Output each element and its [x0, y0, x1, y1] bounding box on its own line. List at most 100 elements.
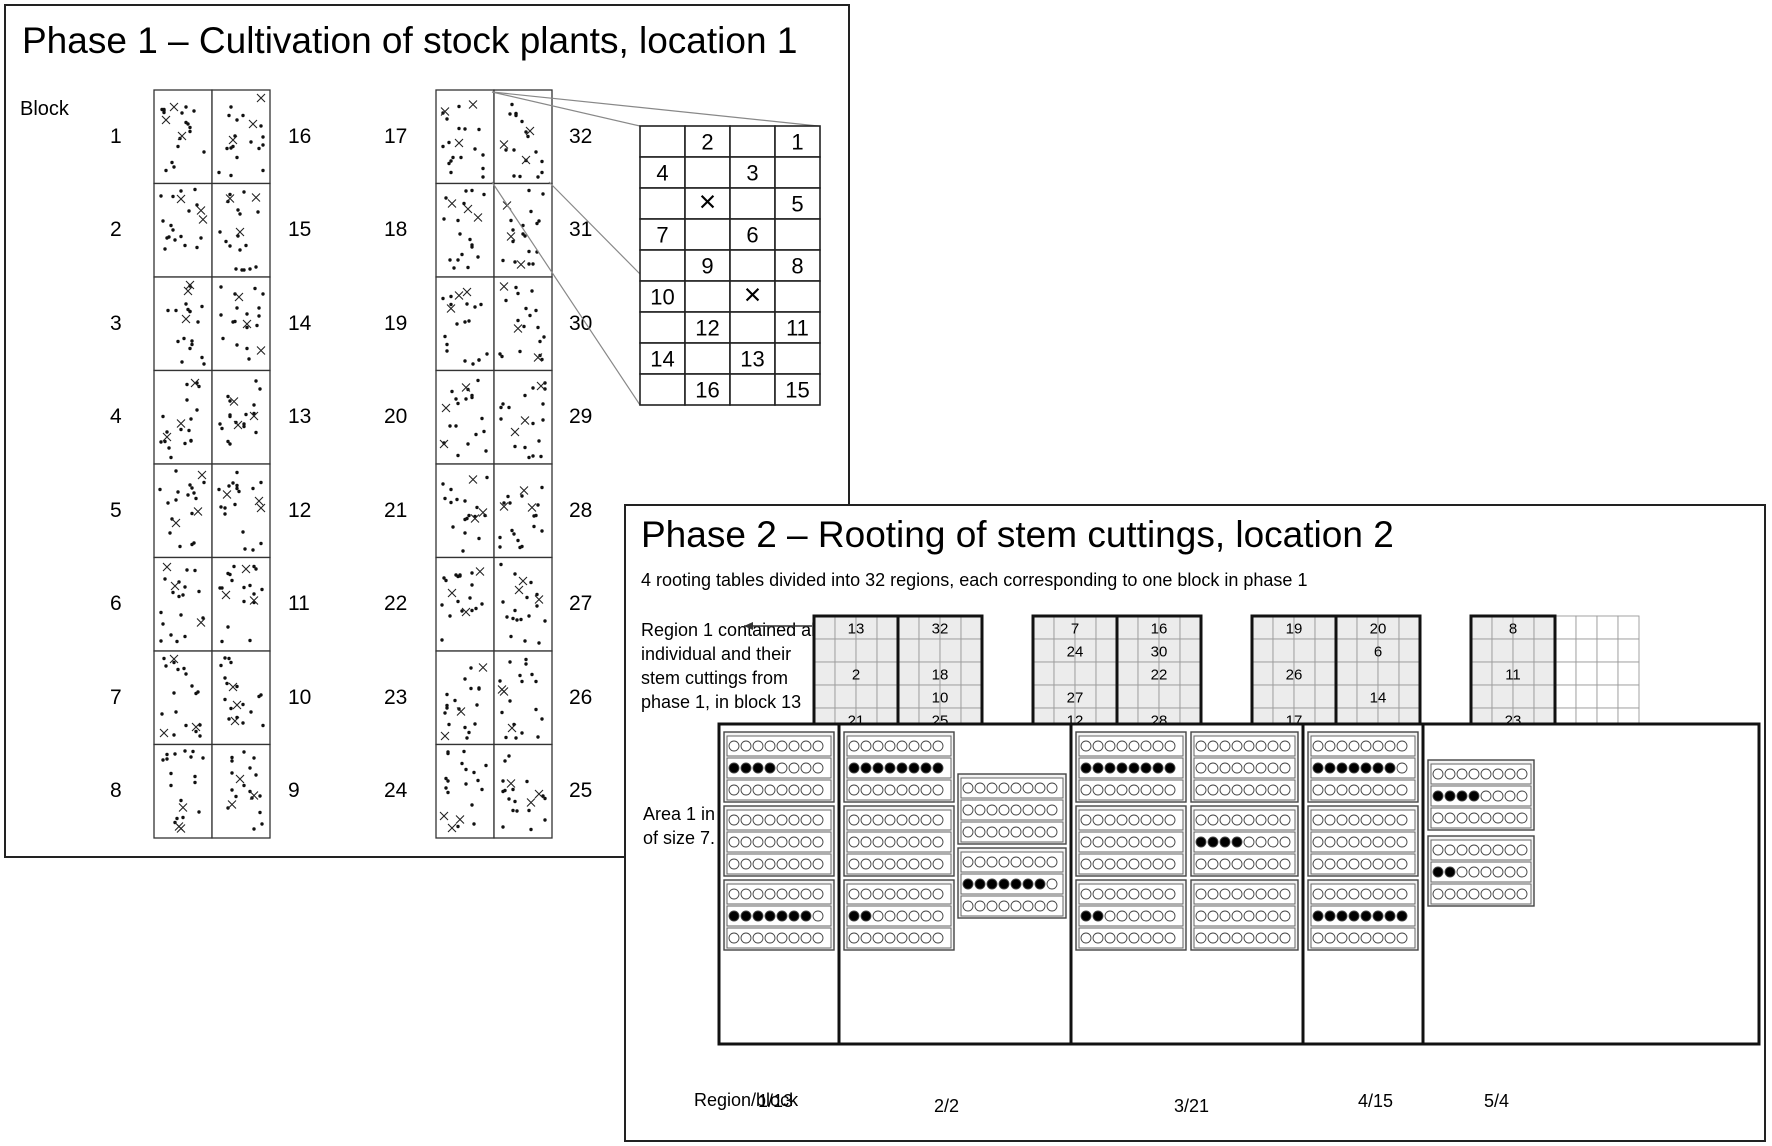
empty-cell — [800, 740, 812, 752]
region-number: 16 — [1151, 621, 1168, 638]
plant-dot — [225, 146, 229, 151]
empty-cell — [1231, 858, 1243, 870]
cross-mark — [441, 403, 451, 413]
plant-dot — [169, 771, 173, 776]
plant-dot — [445, 349, 449, 353]
block-number: 9 — [288, 779, 300, 803]
empty-cell — [1432, 768, 1444, 780]
rooted-cutting — [1348, 762, 1360, 774]
plant-dot — [229, 660, 233, 665]
cross-mark — [527, 503, 537, 512]
plant-dot — [178, 544, 182, 549]
plant-dot — [445, 706, 449, 710]
rooted-cutting — [800, 910, 812, 922]
table-cell — [897, 661, 920, 686]
empty-cell — [812, 740, 824, 752]
cross-mark — [519, 486, 529, 495]
rooted-cutting — [740, 910, 752, 922]
table-cell — [1554, 638, 1577, 663]
block-number: 21 — [384, 498, 408, 522]
empty-cell — [1279, 762, 1291, 774]
empty-cell — [1034, 804, 1046, 816]
plant-dot — [518, 174, 522, 179]
plant-dot — [248, 583, 252, 588]
rooted-cutting — [1128, 762, 1140, 774]
empty-cell — [764, 888, 776, 900]
plant-dot — [197, 810, 201, 814]
plant-dot — [159, 610, 163, 615]
plant-dot — [440, 603, 444, 607]
empty-cell — [1456, 768, 1468, 780]
plant-dot — [179, 234, 183, 239]
plant-dot — [173, 238, 177, 242]
plant-dot — [539, 454, 543, 459]
plant-dot — [228, 414, 232, 419]
plant-dot — [514, 113, 518, 118]
plant-dot — [513, 260, 517, 264]
empty-cell — [1360, 858, 1372, 870]
empty-cell — [908, 932, 920, 944]
plant-dot — [525, 595, 529, 600]
block-column-1 — [153, 89, 271, 839]
table-cell — [1335, 661, 1358, 686]
plant-dot — [220, 426, 224, 431]
empty-cell — [1152, 784, 1164, 796]
block-column-2 — [435, 89, 553, 839]
empty-cell — [752, 836, 764, 848]
empty-cell — [1267, 888, 1279, 900]
plant-number: 10 — [650, 285, 674, 310]
plant-dot — [255, 323, 259, 328]
plant-dot — [536, 503, 540, 507]
table-cell — [1179, 615, 1202, 640]
plant-dot — [162, 656, 166, 661]
plant-dot — [527, 808, 531, 813]
empty-cell — [1046, 826, 1058, 838]
plant-dot — [481, 175, 485, 179]
empty-cell — [1396, 932, 1408, 944]
table-cell — [834, 684, 857, 709]
plant-dot — [474, 432, 478, 437]
region-number: 26 — [1286, 667, 1303, 684]
plant-dot — [456, 258, 460, 262]
plant-dot — [508, 660, 512, 664]
plant-dot — [509, 218, 513, 223]
plant-dot — [540, 529, 544, 533]
plant-dot — [485, 475, 489, 480]
empty-cell — [1104, 784, 1116, 796]
empty-cell — [1092, 836, 1104, 848]
table-cell — [1251, 638, 1274, 663]
seedling-tray — [957, 847, 1067, 919]
empty-cell — [1324, 814, 1336, 826]
rooted-cutting — [740, 762, 752, 774]
empty-cell — [860, 836, 872, 848]
empty-cell — [1492, 844, 1504, 856]
plant-number: 7 — [656, 223, 668, 248]
empty-cell — [1255, 858, 1267, 870]
plant-dot — [249, 710, 253, 714]
plant-dot — [518, 349, 522, 354]
empty-cell — [1468, 812, 1480, 824]
empty-cell — [998, 900, 1010, 912]
plant-dot — [513, 572, 517, 576]
plant-dot — [473, 722, 477, 726]
block-number: 16 — [288, 124, 312, 148]
plant-dot — [185, 382, 189, 387]
empty-cell — [1516, 844, 1528, 856]
empty-cell — [1336, 888, 1348, 900]
empty-cell — [1372, 858, 1384, 870]
plant-dot — [223, 676, 227, 680]
empty-cell — [1219, 858, 1231, 870]
table-cell — [897, 615, 920, 640]
plant-number: 2 — [701, 130, 713, 155]
plant-dot — [540, 717, 544, 721]
plant-dot — [442, 576, 446, 580]
empty-cell — [998, 856, 1010, 868]
empty-cell — [800, 858, 812, 870]
empty-cell — [1092, 784, 1104, 796]
table-cell — [1398, 661, 1421, 686]
empty-cell — [974, 782, 986, 794]
plant-dot — [248, 766, 252, 770]
empty-cell — [1432, 844, 1444, 856]
empty-cell — [1128, 836, 1140, 848]
empty-cell — [800, 784, 812, 796]
